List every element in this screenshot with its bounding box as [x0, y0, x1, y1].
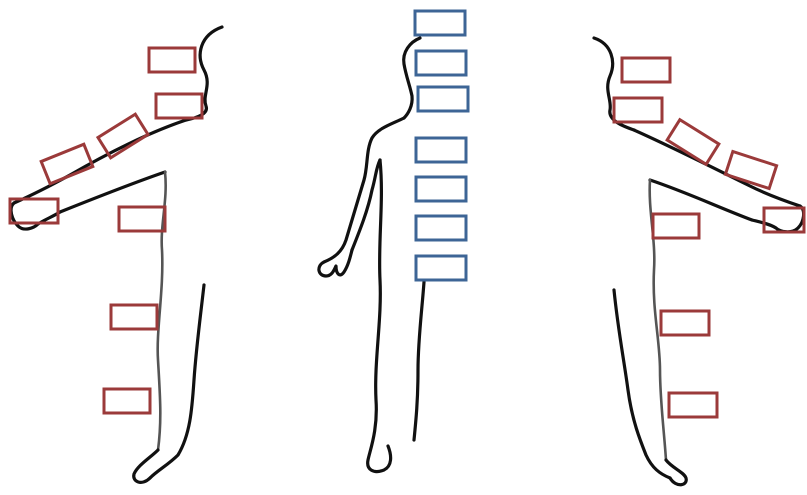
spine-marker-sacral: [416, 256, 466, 280]
right-figure-markers: [614, 58, 804, 417]
spine-marker-lower-lumbar: [416, 216, 466, 240]
right-marker-hip: [653, 214, 699, 238]
right-marker-shin: [669, 393, 717, 417]
spine-marker-cervical: [415, 11, 465, 35]
left-marker-neck-upper: [149, 48, 195, 72]
right-marker-forearm: [725, 151, 776, 188]
left-figure-foot-outline: [134, 450, 158, 482]
right-marker-thigh: [661, 311, 709, 335]
spine-marker-upper-thoracic: [416, 51, 466, 75]
left-figure-markers: [10, 48, 202, 413]
left-marker-forearm: [41, 144, 93, 183]
left-marker-neck-lower: [156, 94, 202, 118]
right-figure-hand-outline: [752, 206, 804, 232]
right-marker-neck-lower: [614, 98, 662, 122]
spine-marker-mid-thoracic: [418, 87, 468, 111]
right-figure-foot-outline: [666, 460, 686, 485]
figure-back: [319, 38, 424, 472]
spine-marker-lower-thoracic: [416, 138, 466, 162]
center-figure-back-leg-outline: [368, 160, 391, 472]
center-figure-torso-outline: [324, 118, 404, 262]
left-marker-thigh: [111, 305, 157, 329]
center-figure-front-leg-outline: [414, 282, 424, 440]
left-marker-hip: [119, 207, 165, 231]
right-marker-upper-arm: [667, 120, 719, 165]
spine-marker-upper-lumbar: [416, 177, 466, 201]
right-marker-neck-upper: [622, 58, 670, 82]
center-figure-spine-markers: [415, 11, 468, 280]
left-marker-shin: [104, 389, 150, 413]
left-marker-upper-arm: [98, 114, 148, 158]
left-figure-hand-outline: [11, 203, 60, 229]
